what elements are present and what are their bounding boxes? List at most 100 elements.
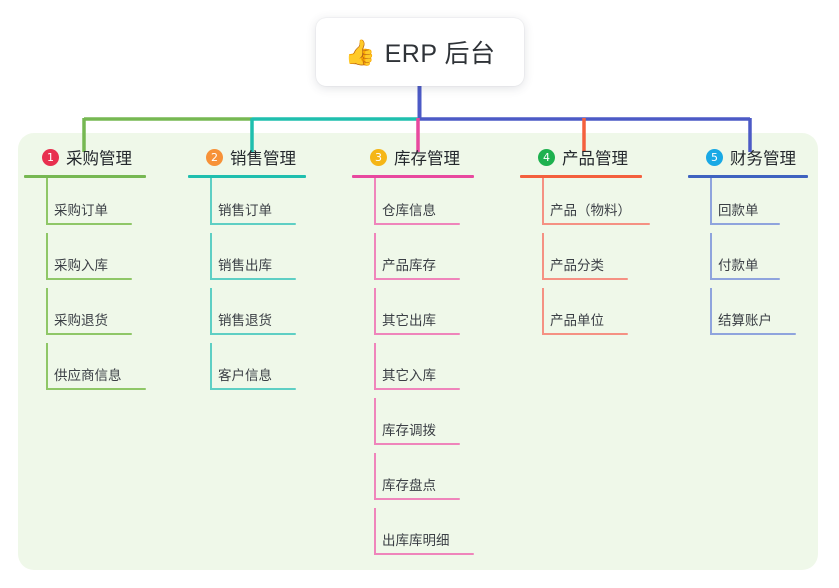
leaf-label: 客户信息 xyxy=(218,368,272,383)
leaf-label: 采购退货 xyxy=(54,313,108,328)
leaf-underline xyxy=(46,388,146,390)
leaf-stem xyxy=(46,178,48,225)
leaf-label: 产品单位 xyxy=(550,313,604,328)
leaf-underline xyxy=(542,223,650,225)
leaf-underline xyxy=(710,223,780,225)
leaf-stem xyxy=(374,178,376,225)
column-underline-3 xyxy=(352,175,474,178)
column-title-5: 财务管理 xyxy=(730,150,796,168)
leaf-stem xyxy=(46,343,48,390)
leaf-underline xyxy=(542,333,628,335)
leaf-underline xyxy=(374,553,474,555)
leaf-list-3: 仓库信息产品库存其它出库其它入库库存调拨库存盘点出库库明细 xyxy=(352,178,520,563)
leaf-label: 供应商信息 xyxy=(54,368,122,383)
leaf-label: 出库库明细 xyxy=(382,533,450,548)
column-badge-3: 3 xyxy=(370,148,387,166)
leaf-label: 销售退货 xyxy=(218,313,272,328)
leaf-item[interactable]: 库存调拨 xyxy=(352,398,520,453)
column-underline-2 xyxy=(188,175,306,178)
leaf-label: 采购入库 xyxy=(54,258,108,273)
leaf-label: 结算账户 xyxy=(718,313,772,328)
leaf-label: 产品库存 xyxy=(382,258,436,273)
root-node[interactable]: 👍 ERP 后台 xyxy=(316,18,524,86)
leaf-underline xyxy=(710,333,796,335)
leaf-list-5: 回款单付款单结算账户 xyxy=(688,178,838,343)
leaf-item[interactable]: 结算账户 xyxy=(688,288,838,343)
leaf-item[interactable]: 采购退货 xyxy=(24,288,184,343)
leaf-item[interactable]: 回款单 xyxy=(688,178,838,233)
leaf-label: 付款单 xyxy=(718,258,759,273)
leaf-item[interactable]: 产品（物料） xyxy=(520,178,688,233)
leaf-item[interactable]: 付款单 xyxy=(688,233,838,288)
leaf-label: 产品分类 xyxy=(550,258,604,273)
leaf-item[interactable]: 采购订单 xyxy=(24,178,184,233)
leaf-stem xyxy=(374,453,376,500)
leaf-item[interactable]: 供应商信息 xyxy=(24,343,184,398)
content-panel xyxy=(18,133,818,570)
leaf-underline xyxy=(46,278,132,280)
leaf-stem xyxy=(710,233,712,280)
column-title-3: 库存管理 xyxy=(394,150,460,168)
leaf-item[interactable]: 销售退货 xyxy=(188,288,348,343)
leaf-underline xyxy=(374,278,460,280)
leaf-item[interactable]: 其它入库 xyxy=(352,343,520,398)
leaf-stem xyxy=(374,508,376,555)
leaf-underline xyxy=(210,278,296,280)
column-underline-4 xyxy=(520,175,642,178)
leaf-underline xyxy=(542,278,628,280)
column-underline-1 xyxy=(24,175,146,178)
leaf-label: 库存盘点 xyxy=(382,478,436,493)
root-title: ERP 后台 xyxy=(384,40,496,68)
leaf-stem xyxy=(374,233,376,280)
leaf-underline xyxy=(710,278,780,280)
leaf-item[interactable]: 客户信息 xyxy=(188,343,348,398)
leaf-item[interactable]: 出库库明细 xyxy=(352,508,520,563)
leaf-stem xyxy=(542,178,544,225)
leaf-label: 销售订单 xyxy=(218,203,272,218)
leaf-label: 产品（物料） xyxy=(550,203,631,218)
leaf-stem xyxy=(710,288,712,335)
leaf-stem xyxy=(46,288,48,335)
leaf-label: 其它入库 xyxy=(382,368,436,383)
leaf-item[interactable]: 仓库信息 xyxy=(352,178,520,233)
leaf-stem xyxy=(210,343,212,390)
leaf-stem xyxy=(210,178,212,225)
leaf-stem xyxy=(374,343,376,390)
leaf-label: 销售出库 xyxy=(218,258,272,273)
column-title-1: 采购管理 xyxy=(66,150,132,168)
leaf-stem xyxy=(374,288,376,335)
leaf-item[interactable]: 采购入库 xyxy=(24,233,184,288)
leaf-stem xyxy=(374,398,376,445)
leaf-item[interactable]: 销售出库 xyxy=(188,233,348,288)
column-badge-4: 4 xyxy=(538,148,555,166)
leaf-item[interactable]: 库存盘点 xyxy=(352,453,520,508)
leaf-list-4: 产品（物料） 产品分类产品单位 xyxy=(520,178,688,343)
leaf-label: 库存调拨 xyxy=(382,423,436,438)
leaf-stem xyxy=(46,233,48,280)
column-3: 3 库存管理仓库信息产品库存其它出库其它入库库存调拨库存盘点出库库明细 xyxy=(352,145,520,563)
leaf-stem xyxy=(210,233,212,280)
leaf-item[interactable]: 产品分类 xyxy=(520,233,688,288)
leaf-item[interactable]: 产品库存 xyxy=(352,233,520,288)
leaf-underline xyxy=(210,333,296,335)
leaf-underline xyxy=(374,498,460,500)
leaf-underline xyxy=(374,388,460,390)
column-title-2: 销售管理 xyxy=(230,150,296,168)
leaf-underline xyxy=(374,223,460,225)
leaf-item[interactable]: 产品单位 xyxy=(520,288,688,343)
leaf-item[interactable]: 销售订单 xyxy=(188,178,348,233)
leaf-stem xyxy=(542,288,544,335)
leaf-stem xyxy=(710,178,712,225)
column-underline-5 xyxy=(688,175,808,178)
leaf-item[interactable]: 其它出库 xyxy=(352,288,520,343)
column-header-3[interactable]: 3 库存管理 xyxy=(352,145,520,169)
